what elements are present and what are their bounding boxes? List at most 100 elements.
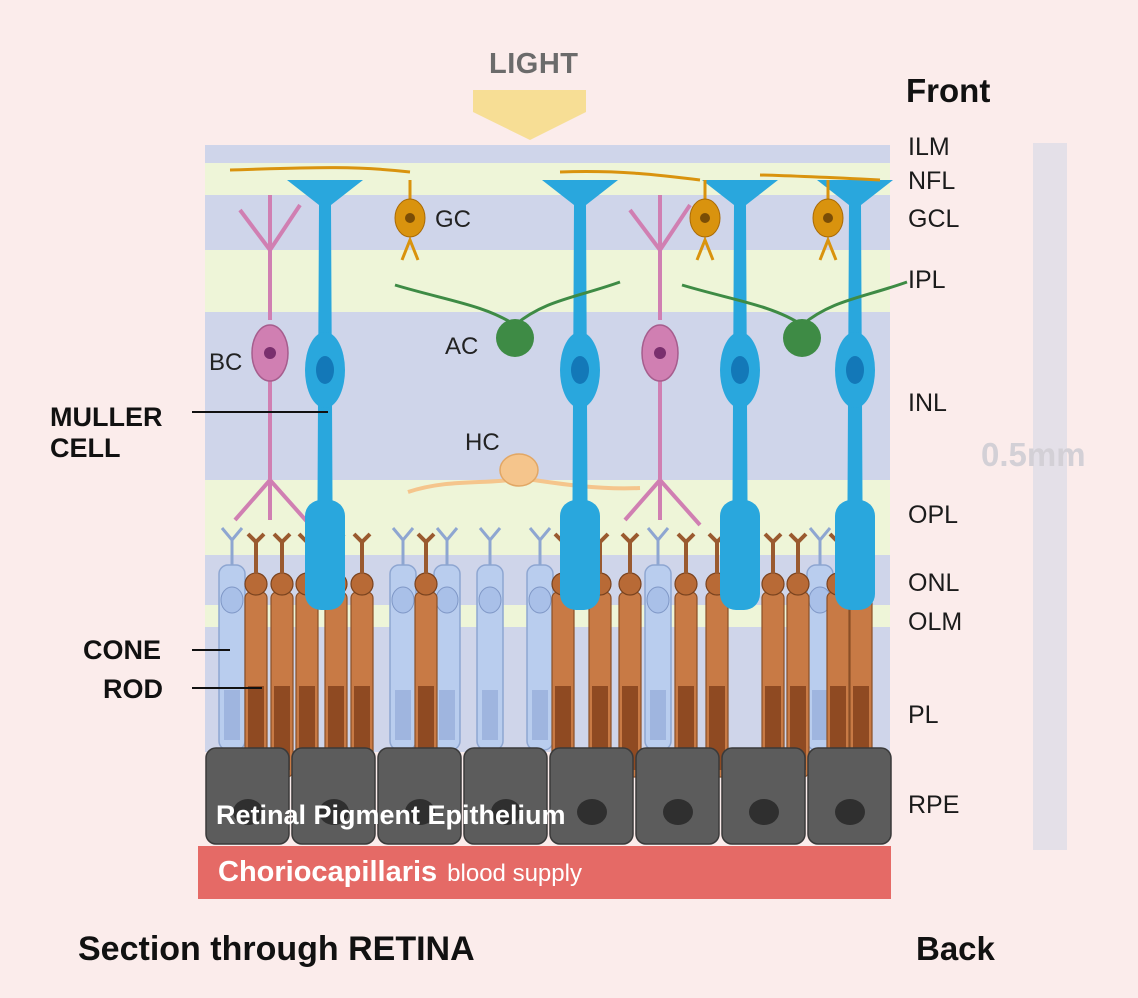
rpe-cells xyxy=(205,747,892,845)
cone-nucleus-5 xyxy=(646,586,670,614)
cone-outer-segment-6 xyxy=(812,690,828,740)
cone-terminal-6 xyxy=(808,527,832,565)
ganglion-cell-nucleus-1 xyxy=(700,213,710,223)
rod-nucleus-12 xyxy=(786,572,810,596)
bipolar-cell-nucleus-1 xyxy=(654,347,666,359)
rpe-cell-2 xyxy=(377,747,462,845)
layer-band-3 xyxy=(205,195,890,250)
ac-label: AC xyxy=(445,333,479,360)
ganglion-cell-process-2 xyxy=(818,180,838,261)
rod-nucleus-0 xyxy=(244,572,268,596)
layer-label-nfl: NFL xyxy=(908,167,956,195)
ganglion-cell-process-1 xyxy=(695,180,715,261)
back-label: Back xyxy=(916,930,995,967)
rod-nucleus-5 xyxy=(414,572,438,596)
rod-nucleus-8 xyxy=(618,572,642,596)
layer-label-pl: PL xyxy=(908,701,939,729)
ganglion-cells xyxy=(229,166,881,261)
bipolar-cells xyxy=(233,195,702,527)
choriocapillaris-title: Choriocapillaris xyxy=(218,856,438,888)
rod-terminal-8 xyxy=(620,532,640,574)
light-arrow-shape xyxy=(473,90,586,140)
rod-label: ROD xyxy=(103,674,163,704)
scale-label: 0.5mm xyxy=(981,436,1086,473)
ganglion-cell-process-0 xyxy=(400,180,420,261)
rod-terminal-11 xyxy=(763,532,783,574)
horizontal-cells xyxy=(407,453,641,494)
muller-cell-foot-1 xyxy=(560,500,600,610)
cone-terminal-1 xyxy=(391,527,415,565)
muller-cell-foot-0 xyxy=(305,500,345,610)
muller-cells xyxy=(287,180,893,610)
rpe-cell-0 xyxy=(205,747,290,845)
layer-label-rpe: RPE xyxy=(908,791,960,819)
hc-label: HC xyxy=(465,429,500,456)
rpe-nucleus-6 xyxy=(749,799,779,825)
layer-band-1 xyxy=(205,145,890,163)
rpe-cell-5 xyxy=(635,747,720,845)
rod-terminal-1 xyxy=(272,532,292,574)
rod-nucleus-1 xyxy=(270,572,294,596)
light-arrow-icon xyxy=(473,90,586,140)
rpe-cell-1 xyxy=(291,747,376,845)
amacrine-cell-body-0 xyxy=(496,319,534,357)
cone-nucleus-3 xyxy=(478,586,502,614)
cone-label: CONE xyxy=(83,635,162,665)
muller-label-line2: CELL xyxy=(50,433,121,463)
muller-cell-nucleus-3 xyxy=(846,356,864,384)
light-label: LIGHT xyxy=(489,48,579,80)
rod-terminal-5 xyxy=(416,532,436,574)
rpe-caption: Retinal Pigment Epithelium xyxy=(216,800,566,830)
cone-outer-segment-2 xyxy=(439,690,455,740)
rpe-nucleus-7 xyxy=(835,799,865,825)
muller-cell-nucleus-2 xyxy=(731,356,749,384)
amacrine-cell-body-1 xyxy=(783,319,821,357)
layer-band-4 xyxy=(205,250,890,312)
cone-terminal-5 xyxy=(646,527,670,565)
horizontal-cell-body xyxy=(499,453,539,487)
rpe-cell-3 xyxy=(463,747,548,845)
layer-label-ipl: IPL xyxy=(908,266,946,294)
rpe-cell-6 xyxy=(721,747,806,845)
cone-nucleus-4 xyxy=(528,586,552,614)
bc-label: BC xyxy=(209,349,243,376)
choriocapillaris-band xyxy=(198,846,891,899)
bipolar-cell-process-0 xyxy=(233,195,312,527)
cone-outer-segment-3 xyxy=(482,690,498,740)
amacrine-cells xyxy=(394,280,908,357)
muller-cell-foot-3 xyxy=(835,500,875,610)
cone-terminal-3 xyxy=(478,527,502,565)
label-pointer-lines xyxy=(192,411,328,689)
rod-nucleus-9 xyxy=(674,572,698,596)
rod-terminal-9 xyxy=(676,532,696,574)
blood-supply-text: blood supply xyxy=(447,860,582,887)
choriocapillaris-rect xyxy=(198,846,891,899)
cone-outer-segment-4 xyxy=(532,690,548,740)
rod-cells xyxy=(244,532,873,778)
diagram-title: Section through RETINA xyxy=(78,930,475,968)
cone-outer-segment-5 xyxy=(650,690,666,740)
muller-cell-nucleus-1 xyxy=(571,356,589,384)
rpe-nucleus-1 xyxy=(319,799,349,825)
bipolar-cell-nucleus-0 xyxy=(264,347,276,359)
ganglion-axons xyxy=(229,166,881,182)
rod-nucleus-4 xyxy=(350,572,374,596)
cone-terminal-4 xyxy=(528,527,552,565)
ganglion-cell-nucleus-2 xyxy=(823,213,833,223)
rpe-nucleus-5 xyxy=(663,799,693,825)
choriocapillaris-caption: Choriocapillaris blood supply xyxy=(218,856,582,889)
layer-label-opl: OPL xyxy=(908,501,959,529)
rpe-nucleus-2 xyxy=(405,799,435,825)
cone-nucleus-2 xyxy=(435,586,459,614)
layer-label-gcl: GCL xyxy=(908,205,960,233)
ganglion-cell-nucleus-0 xyxy=(405,213,415,223)
rpe-nucleus-3 xyxy=(491,799,521,825)
cone-terminal-0 xyxy=(220,527,244,565)
layer-label-olm: OLM xyxy=(908,608,963,636)
muller-cell-label: MULLER CELL xyxy=(50,402,162,464)
rod-terminal-12 xyxy=(788,532,808,574)
muller-cell-nucleus-0 xyxy=(316,356,334,384)
bipolar-cell-process-1 xyxy=(623,195,702,527)
